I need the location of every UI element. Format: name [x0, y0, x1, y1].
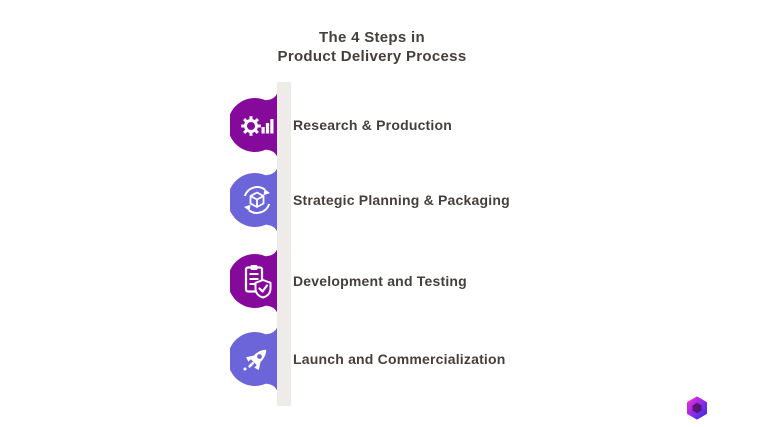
logo-inner-hexagon — [692, 402, 702, 414]
step-3-blob — [230, 247, 278, 315]
step-1-blob — [230, 91, 278, 159]
rocket-icon — [243, 349, 267, 371]
title-line-1: The 4 Steps in — [319, 29, 425, 46]
blob-shape — [230, 247, 278, 315]
step-3-label: Development and Testing — [293, 273, 467, 289]
step-launch-commercialization: Launch and Commercialization — [230, 321, 506, 397]
step-4-label: Launch and Commercialization — [293, 351, 506, 367]
package-cycle-icon — [243, 186, 271, 214]
step-development-testing: Development and Testing — [230, 243, 467, 319]
step-2-blob — [230, 166, 278, 234]
title-line-2: Product Delivery Process — [277, 48, 467, 65]
blob-shape — [230, 166, 278, 234]
step-4-blob — [230, 325, 278, 393]
step-1-label: Research & Production — [293, 117, 453, 133]
timeline-bar — [277, 82, 291, 406]
step-research-production: Research & Production — [230, 87, 452, 163]
step-2-label: Strategic Planning & Packaging — [293, 192, 510, 208]
step-strategic-planning: Strategic Planning & Packaging — [230, 162, 510, 238]
clipboard-shield-icon — [244, 265, 272, 299]
gear-chart-icon — [241, 116, 274, 136]
page-title: The 4 Steps in Product Delivery Process — [222, 28, 522, 66]
brand-logo — [687, 396, 707, 420]
blob-shape — [230, 91, 278, 159]
